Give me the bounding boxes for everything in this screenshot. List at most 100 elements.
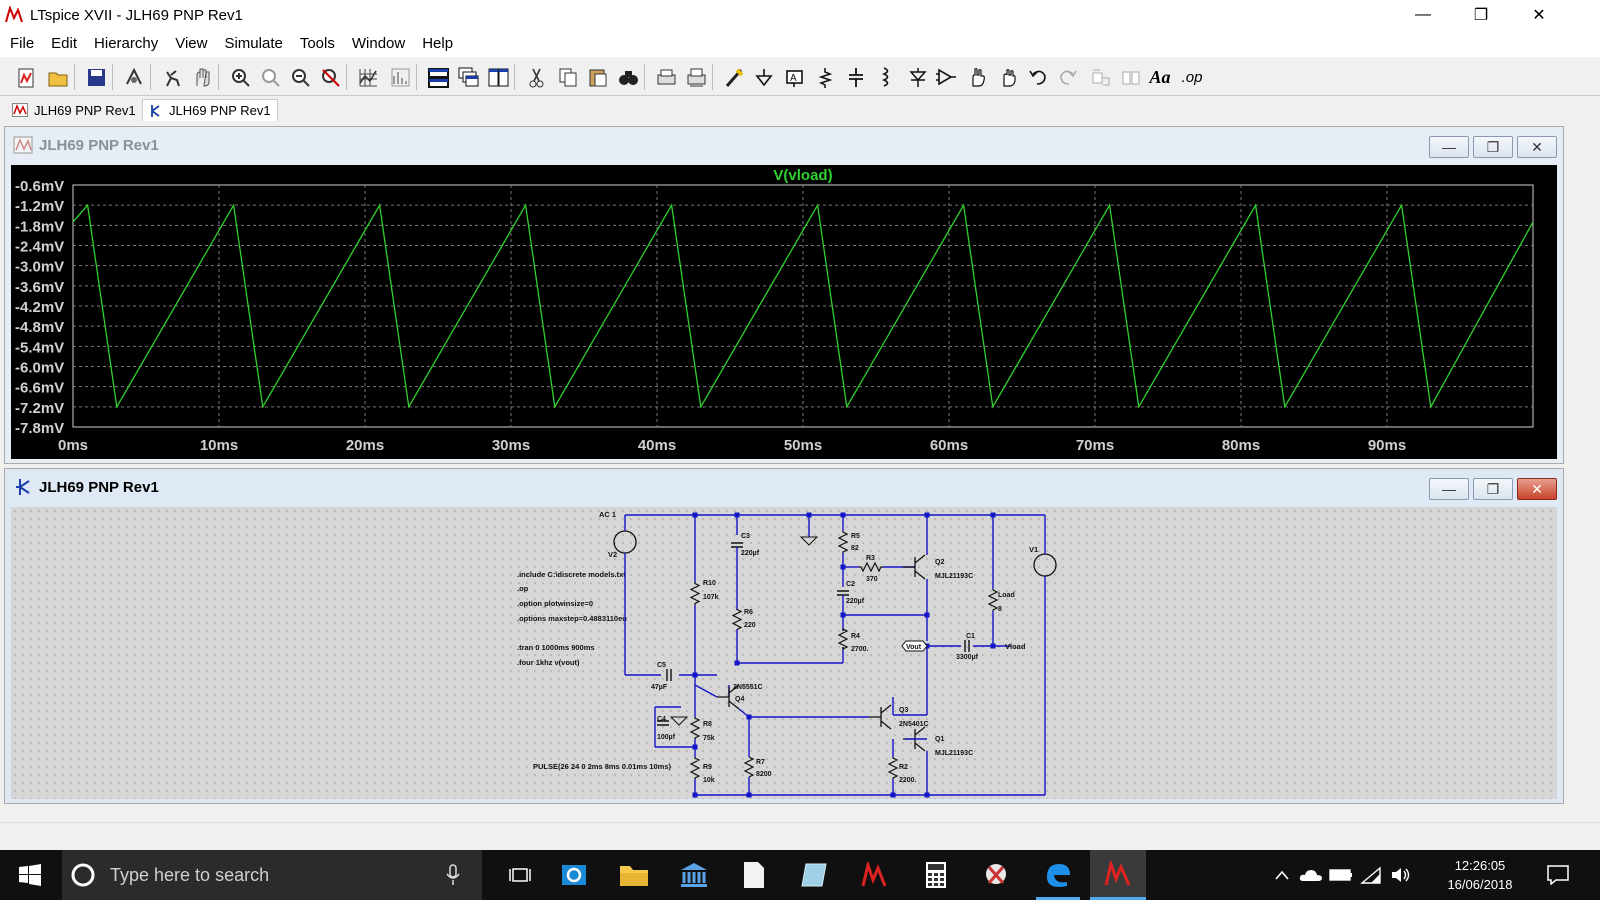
capacitor-c1[interactable]	[964, 640, 970, 652]
zoom-out-button[interactable]	[286, 63, 314, 91]
redo-button[interactable]	[1054, 63, 1082, 91]
voltage-source-v1[interactable]	[1033, 553, 1057, 577]
cascade-button[interactable]	[454, 63, 482, 91]
control-panel-button[interactable]	[120, 63, 148, 91]
taskbar-app-calculator[interactable]	[908, 850, 964, 900]
zoom-full-button[interactable]	[256, 63, 284, 91]
net-label-vout-flag[interactable]	[901, 640, 928, 652]
schematic-canvas[interactable]: .include C:\discrete models.txt.op.optio…	[11, 507, 1557, 799]
taskbar-search[interactable]: Type here to search	[62, 850, 482, 900]
tray-chevron[interactable]	[1268, 850, 1296, 900]
tile-horizontal-button[interactable]	[424, 63, 452, 91]
save-button[interactable]	[82, 63, 110, 91]
print-preview-button[interactable]	[682, 63, 710, 91]
inductor-button[interactable]	[872, 63, 900, 91]
tab-schematic[interactable]: JLH69 PNP Rev1	[142, 99, 278, 121]
zoom-cancel-button[interactable]	[316, 63, 344, 91]
taskbar-app-ltspice-alt[interactable]	[846, 850, 902, 900]
diode-button[interactable]	[904, 63, 932, 91]
plot-pane[interactable]: -0.6mV-1.2mV-1.8mV-2.4mV-3.0mV-3.6mV-4.2…	[11, 165, 1557, 459]
component-button[interactable]	[932, 63, 960, 91]
menu-help[interactable]: Help	[422, 35, 454, 52]
fft-button[interactable]	[386, 63, 414, 91]
new-schematic-button[interactable]	[12, 63, 40, 91]
taskbar-clock[interactable]: 12:26:05 16/06/2018	[1440, 856, 1520, 894]
undo-button[interactable]	[1024, 63, 1052, 91]
schematic-maximize-button[interactable]: ❐	[1473, 478, 1513, 500]
resistor-r10[interactable]	[689, 582, 701, 605]
paste-button[interactable]	[584, 63, 612, 91]
resistor-load[interactable]	[987, 589, 999, 611]
taskbar-app-document[interactable]	[726, 850, 782, 900]
menu-view[interactable]: View	[175, 35, 208, 52]
resistor-r7[interactable]	[743, 756, 755, 778]
wire[interactable]	[694, 684, 718, 698]
resistor-r4[interactable]	[837, 628, 849, 650]
plot-close-button[interactable]: ✕	[1517, 136, 1557, 158]
taskbar-app-notes[interactable]	[786, 850, 842, 900]
find-button[interactable]	[614, 63, 642, 91]
tray-volume[interactable]	[1386, 850, 1416, 900]
schematic-minimize-button[interactable]: —	[1429, 478, 1469, 500]
menu-window[interactable]: Window	[351, 35, 406, 52]
capacitor-c2[interactable]	[837, 590, 849, 596]
schematic-close-button[interactable]: ✕	[1517, 478, 1557, 500]
start-button[interactable]	[2, 850, 58, 900]
resistor-r3[interactable]	[859, 561, 883, 573]
copy-button[interactable]	[554, 63, 582, 91]
halt-button[interactable]	[188, 63, 216, 91]
minimize-button[interactable]: —	[1415, 6, 1431, 23]
mirror-button[interactable]	[1116, 63, 1144, 91]
close-button[interactable]: ✕	[1532, 7, 1546, 24]
transistor-q4[interactable]	[717, 684, 740, 710]
run-button[interactable]	[158, 63, 186, 91]
plot-window-titlebar[interactable]: JLH69 PNP Rev1	[5, 127, 1563, 163]
cut-button[interactable]	[522, 63, 550, 91]
spice-directive-button[interactable]: .op	[1178, 63, 1206, 91]
label-button[interactable]: A	[780, 63, 808, 91]
transistor-q2[interactable]	[903, 554, 926, 580]
print-button[interactable]	[652, 63, 680, 91]
wire-button[interactable]	[720, 63, 748, 91]
voltage-source-v2[interactable]	[613, 530, 637, 554]
taskbar-app-outlook[interactable]	[546, 850, 602, 900]
resistor-r9[interactable]	[689, 757, 701, 779]
plot-minimize-button[interactable]: —	[1429, 136, 1469, 158]
menu-tools[interactable]: Tools	[299, 35, 335, 52]
task-view-button[interactable]	[492, 850, 548, 900]
capacitor-c5[interactable]	[666, 669, 672, 681]
transistor-q3[interactable]	[869, 704, 892, 730]
plot-maximize-button[interactable]: ❐	[1473, 136, 1513, 158]
taskbar-app-sniping[interactable]	[968, 850, 1024, 900]
schematic-window-titlebar[interactable]: JLH69 PNP Rev1	[5, 469, 1563, 505]
autorange-button[interactable]	[354, 63, 382, 91]
resistor-button[interactable]	[812, 63, 840, 91]
menu-file[interactable]: File	[10, 35, 35, 52]
text-button[interactable]: Aa	[1146, 63, 1174, 91]
menu-hierarchy[interactable]: Hierarchy	[94, 35, 159, 52]
action-center-button[interactable]	[1536, 850, 1580, 900]
taskbar-app-file-explorer[interactable]	[606, 850, 662, 900]
menu-edit[interactable]: Edit	[51, 35, 78, 52]
resistor-r6[interactable]	[731, 608, 743, 631]
tray-onedrive[interactable]	[1296, 850, 1326, 900]
taskbar-app-bank[interactable]	[666, 850, 722, 900]
tab-waveform[interactable]: JLH69 PNP Rev1	[6, 99, 142, 121]
trace-vload[interactable]	[72, 203, 1534, 409]
trace-label[interactable]: V(vload)	[773, 167, 832, 184]
zoom-in-button[interactable]	[226, 63, 254, 91]
tray-wifi[interactable]	[1356, 850, 1386, 900]
tray-battery[interactable]	[1326, 850, 1356, 900]
taskbar-app-edge[interactable]	[1030, 850, 1086, 900]
capacitor-c4[interactable]	[657, 720, 669, 726]
ground-button[interactable]	[750, 63, 778, 91]
resistor-r8[interactable]	[689, 717, 701, 739]
capacitor-button[interactable]	[842, 63, 870, 91]
taskbar-app-ltspice-active[interactable]	[1090, 850, 1146, 900]
open-button[interactable]	[44, 63, 72, 91]
maximize-button[interactable]: ❐	[1473, 7, 1489, 24]
drag-button[interactable]	[994, 63, 1022, 91]
move-button[interactable]	[962, 63, 990, 91]
rotate-button[interactable]	[1086, 63, 1114, 91]
menu-simulate[interactable]: Simulate	[224, 35, 283, 52]
